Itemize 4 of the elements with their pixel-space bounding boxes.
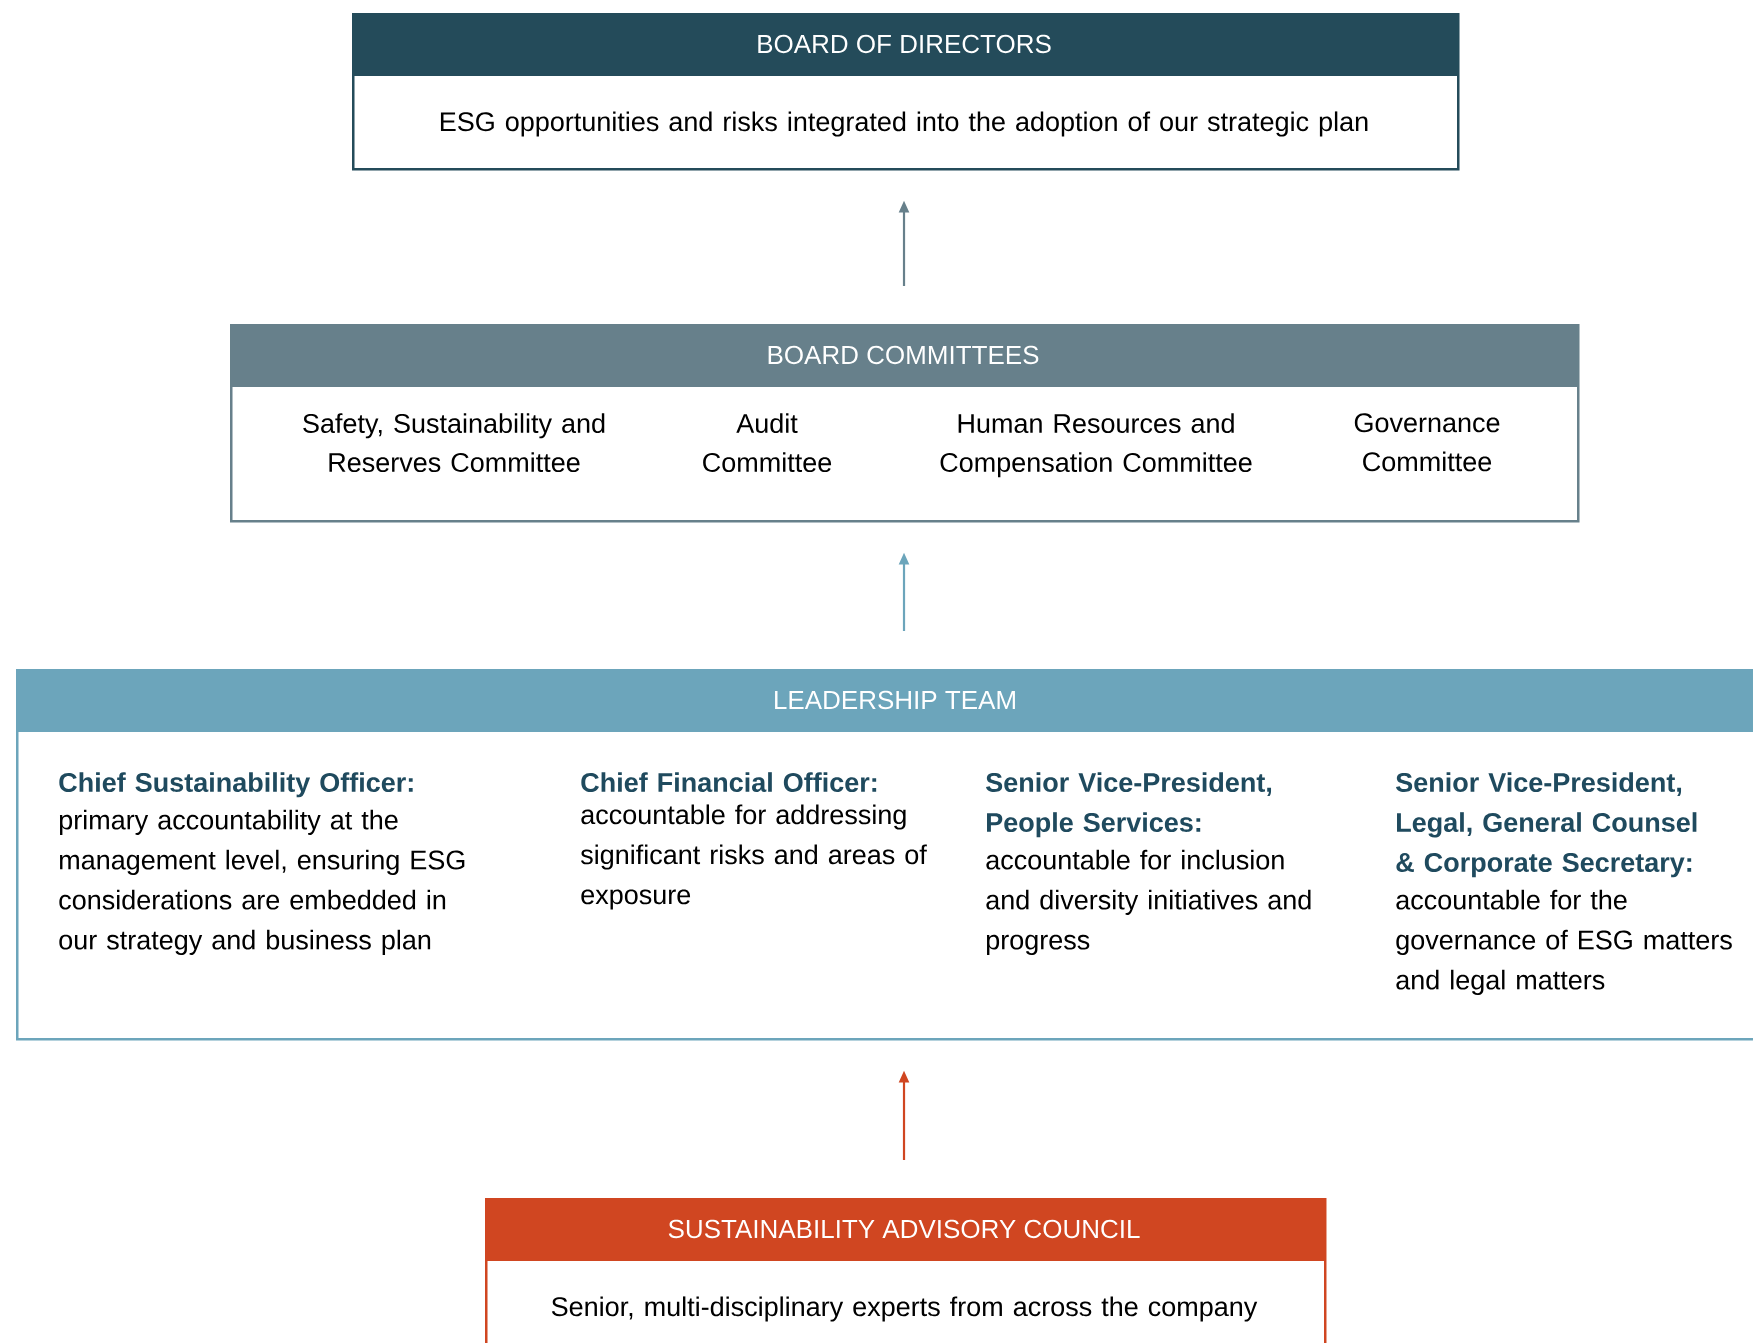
org-box: LEADERSHIP TEAM Chief Sustainability Officer: primary accountability at the management level, ensuring ESG considerations are embedded in our strategy and business plan Chief Financial Officer: accountable for addressing significant risks and areas of exposure Senior Vice-President, People Services: accountable for inclusion and diversity initiatives and progress Senior Vice-President, Legal, General Counsel & Corporate Secretary: accountable for the governance of ESG matters and legal matters <box>16 669 1753 1041</box>
org-box: BOARD COMMITTEES Safety, Sustainability and Reserves Committee Audit Committee Human Resources and Compensation Committee Governance Committee <box>230 324 1580 523</box>
org-box: BOARD OF DIRECTORS ESG opportunities and risks integrated into the adoption of our strategic plan <box>352 13 1460 171</box>
org-box: SUSTAINABILITY ADVISORY COUNCIL Senior, multi-disciplinary experts from across the company <box>485 1198 1327 1343</box>
